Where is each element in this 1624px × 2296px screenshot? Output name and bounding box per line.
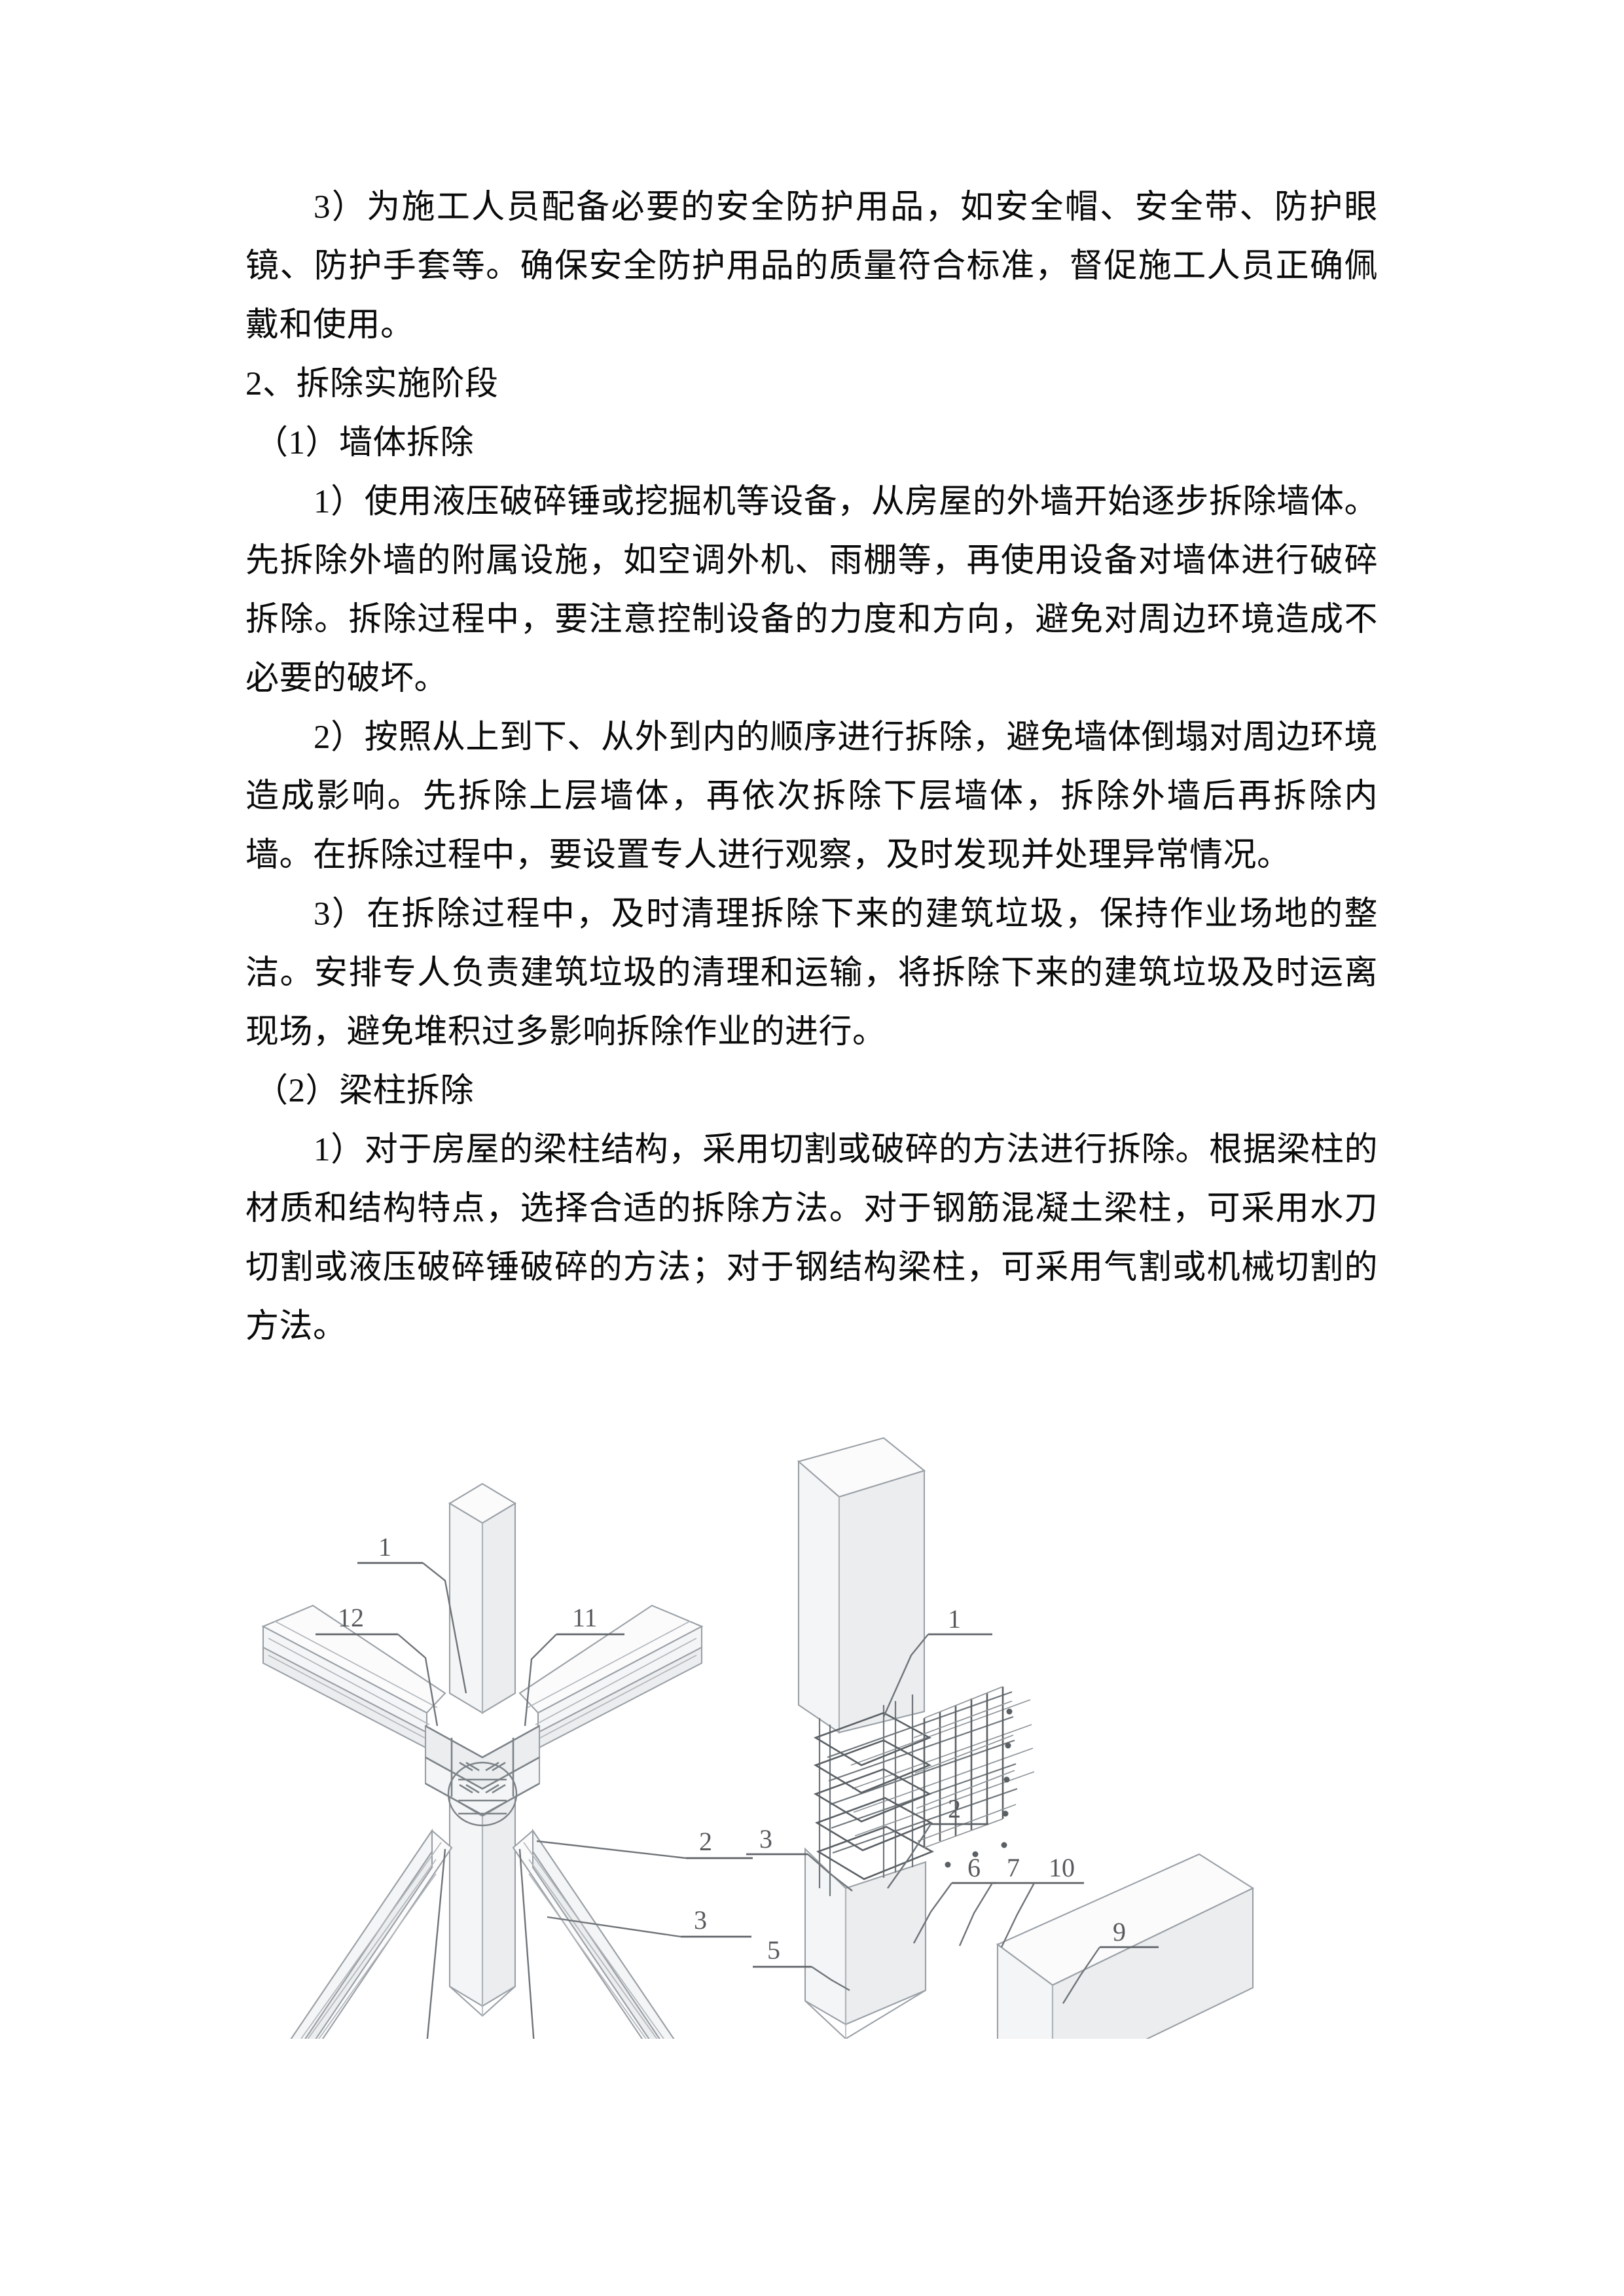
paragraph-wall-step-1: 1）使用液压破碎锤或挖掘机等设备，从房屋的外墙开始逐步拆除墙体。先拆除外墙的附属… xyxy=(245,484,1378,697)
rebar-cage xyxy=(813,1686,1035,1896)
beam-upper-left xyxy=(261,1604,446,1749)
callout-label-3-right: 3 xyxy=(759,1824,772,1854)
rc-column-upper xyxy=(797,1437,926,1734)
paragraph-safety-equipment: 3）为施工人员配备必要的安全防护用品，如安全帽、安全带、防护眼镜、防护手套等。确… xyxy=(245,189,1378,344)
paragraph-wall-step-2: 2）按照从上到下、从外到内的顺序进行拆除，避免墙体倒塌对周边环境造成影响。先拆除… xyxy=(245,719,1378,874)
callout-label-1-right: 1 xyxy=(948,1604,961,1634)
beam-lower-left xyxy=(290,1828,453,2039)
callout-label-2-left: 2 xyxy=(699,1827,712,1856)
left-diagram-cruciform-joint: 1 12 11 2 3 13 xyxy=(261,1482,753,2039)
callout-label-11: 11 xyxy=(572,1603,598,1632)
rc-column-lower xyxy=(804,1847,927,2039)
heading-demolition-stage: 2、拆除实施阶段 xyxy=(245,366,499,403)
callout-label-1-left: 1 xyxy=(378,1532,391,1562)
callout-label-3-left: 3 xyxy=(694,1905,707,1935)
paragraph-wall-step-3: 3）在拆除过程中，及时清理拆除下来的建筑垃圾，保持作业场地的整洁。安排专人负责建… xyxy=(245,896,1378,1050)
callout-label-10: 10 xyxy=(1049,1853,1075,1882)
document-body: 3）为施工人员配备必要的安全防护用品，如安全帽、安全带、防护眼镜、防护手套等。确… xyxy=(245,178,1378,1356)
heading-beam-column-demolition: （2）梁柱拆除 xyxy=(255,1073,475,1109)
paragraph-beam-column-step-1: 1）对于房屋的梁柱结构，采用切割或破碎的方法进行拆除。根据梁柱的材质和结构特点，… xyxy=(245,1132,1378,1345)
right-diagram-callouts: 1 3 2 6 7 10 xyxy=(746,1604,1159,2004)
callout-label-6-upper: 6 xyxy=(967,1853,981,1882)
structural-joint-figure: 1 12 11 2 3 1 3 xyxy=(229,1430,1407,2039)
callout-label-12: 12 xyxy=(338,1603,364,1632)
rc-beam-right xyxy=(996,1853,1255,2039)
column-upper xyxy=(448,1482,517,1714)
joint-core-left xyxy=(424,1725,541,1827)
callout-label-2-upper: 2 xyxy=(948,1794,961,1823)
heading-wall-demolition: （1）墙体拆除 xyxy=(255,425,475,461)
column-lower xyxy=(448,1795,516,2017)
beam-upper-right xyxy=(518,1604,704,1749)
callout-label-5: 5 xyxy=(767,1935,780,1965)
left-diagram-callouts: 1 12 11 2 3 13 xyxy=(316,1532,753,2039)
callout-label-9: 9 xyxy=(1113,1917,1126,1946)
beam-lower-right xyxy=(512,1828,675,2039)
figure-canvas: 1 12 11 2 3 1 3 xyxy=(261,1437,1255,2039)
right-diagram-rc-joint: 1 3 2 6 7 10 xyxy=(746,1437,1255,2039)
callout-label-7-upper: 7 xyxy=(1007,1853,1020,1882)
